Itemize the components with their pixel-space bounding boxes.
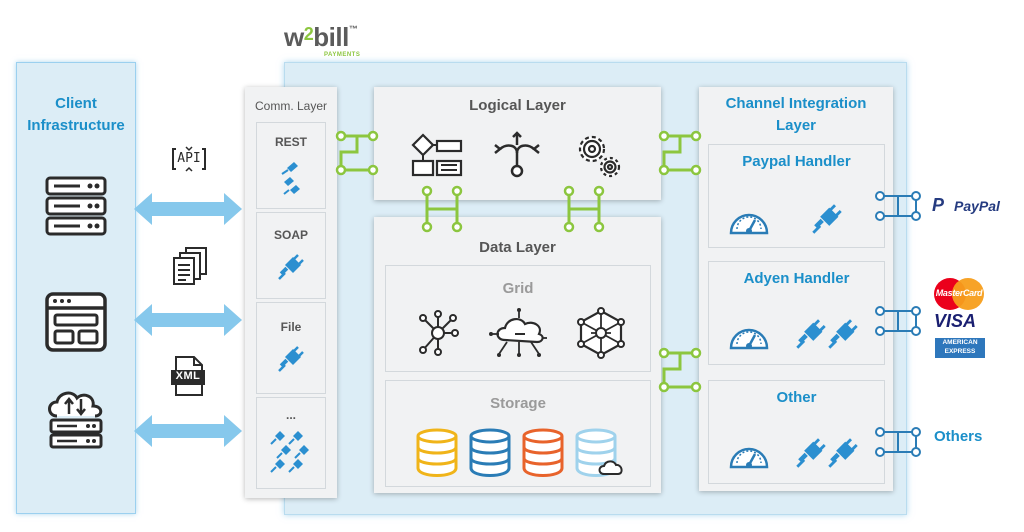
logical-layer-panel: Logical Layer bbox=[374, 87, 661, 200]
gauge-icon bbox=[729, 328, 769, 350]
paypal-p-icon: P bbox=[932, 195, 945, 215]
documents-icon bbox=[173, 247, 207, 285]
connector-logical-data-right bbox=[563, 185, 605, 233]
database-icon bbox=[469, 428, 511, 477]
plug-icon bbox=[796, 438, 826, 468]
mastercard-logo: MasterCard bbox=[931, 278, 987, 311]
cloud-server-icon bbox=[48, 391, 103, 449]
paypal-name: PayPal bbox=[954, 198, 1000, 214]
channel-integration-title: Channel Integration Layer bbox=[725, 95, 867, 134]
comm-item-soap: SOAP bbox=[256, 212, 326, 299]
double-arrow-top bbox=[134, 193, 242, 225]
xml-label: XML bbox=[175, 370, 201, 382]
other-handler-box: Other bbox=[708, 380, 885, 484]
plug-icon bbox=[828, 438, 858, 468]
client-infrastructure-title: Client Infrastructure bbox=[27, 95, 125, 134]
plug-icon bbox=[281, 162, 300, 195]
paypal-handler-box: Paypal Handler bbox=[708, 144, 885, 248]
brand-name-right: bill bbox=[313, 22, 349, 52]
api-label: API bbox=[177, 151, 201, 166]
server-rack-icon bbox=[45, 176, 107, 236]
browser-window-icon bbox=[45, 292, 107, 352]
gears-icon bbox=[578, 135, 621, 178]
database-icon bbox=[575, 428, 623, 477]
brand-tm: ™ bbox=[348, 24, 358, 34]
connector-logical-data-left bbox=[421, 185, 463, 233]
comm-item-rest-label: REST bbox=[274, 135, 307, 149]
comm-item-more-label: ... bbox=[285, 408, 296, 422]
comm-item-file: File bbox=[256, 302, 326, 394]
loop-connector-icon bbox=[875, 306, 921, 336]
comm-layer-panel: Comm. Layer REST SOAP File ... bbox=[245, 87, 337, 498]
data-layer-title: Data Layer bbox=[479, 239, 556, 256]
loop-connector-icon bbox=[875, 427, 921, 457]
xml-file-icon: XML bbox=[170, 355, 206, 397]
cloud-network-icon bbox=[489, 308, 547, 357]
amex-logo: AMERICAN EXPRESS bbox=[935, 338, 985, 358]
comm-item-more: ... bbox=[256, 397, 326, 489]
adyen-handler-box: Adyen Handler bbox=[708, 261, 885, 365]
other-handler-title: Other bbox=[776, 389, 817, 406]
paypal-handler-title: Paypal Handler bbox=[742, 153, 851, 170]
comm-item-soap-label: SOAP bbox=[273, 228, 308, 242]
database-icon bbox=[522, 428, 564, 477]
mastercard-name: MasterCard bbox=[935, 288, 983, 298]
comm-layer-title: Comm. Layer bbox=[254, 99, 328, 113]
plug-icon bbox=[828, 319, 858, 349]
api-icon: API bbox=[170, 146, 208, 172]
flowchart-icon bbox=[411, 133, 463, 177]
paypal-logo: P PayPal bbox=[932, 195, 1014, 217]
brand-name-mid: 2 bbox=[303, 24, 314, 44]
connector-comm-logical bbox=[335, 130, 379, 176]
brand-logo: w2bill™ PAYMENTS bbox=[284, 22, 394, 62]
amex-bottom: EXPRESS bbox=[944, 348, 976, 355]
data-layer-panel: Data Layer Grid Storage bbox=[374, 217, 661, 493]
comm-item-rest: REST bbox=[256, 122, 326, 209]
visa-logo: VISA bbox=[934, 311, 977, 331]
adyen-handler-title: Adyen Handler bbox=[743, 270, 850, 287]
storage-box: Storage bbox=[385, 380, 651, 487]
comm-item-file-label: File bbox=[280, 320, 302, 334]
plug-icon bbox=[278, 254, 304, 280]
split-arrows-icon bbox=[494, 131, 540, 178]
double-arrow-bottom bbox=[134, 415, 242, 447]
brand-name-left: w bbox=[284, 22, 304, 52]
plug-icon bbox=[270, 431, 309, 473]
double-arrow-middle bbox=[134, 304, 242, 336]
plug-icon bbox=[812, 204, 842, 234]
brand-sub: PAYMENTS bbox=[324, 52, 361, 58]
grid-title: Grid bbox=[502, 280, 534, 297]
hexagon-network-icon bbox=[577, 307, 625, 359]
database-icon bbox=[416, 428, 458, 477]
connector-logical-channel bbox=[658, 130, 702, 176]
grid-box: Grid bbox=[385, 265, 651, 372]
network-node-icon bbox=[419, 310, 459, 356]
channel-integration-panel: Channel Integration Layer Paypal Handler… bbox=[699, 87, 893, 491]
gauge-icon bbox=[729, 447, 769, 469]
logical-layer-title: Logical Layer bbox=[469, 97, 566, 114]
connector-data-channel bbox=[658, 347, 702, 393]
amex-top: AMERICAN bbox=[942, 339, 978, 346]
client-infrastructure-panel: Client Infrastructure bbox=[16, 62, 136, 514]
storage-title: Storage bbox=[490, 395, 546, 412]
plug-icon bbox=[796, 319, 826, 349]
plug-icon bbox=[278, 346, 304, 372]
gauge-icon bbox=[729, 213, 769, 235]
others-label: Others bbox=[934, 428, 983, 445]
loop-connector-icon bbox=[875, 191, 921, 221]
